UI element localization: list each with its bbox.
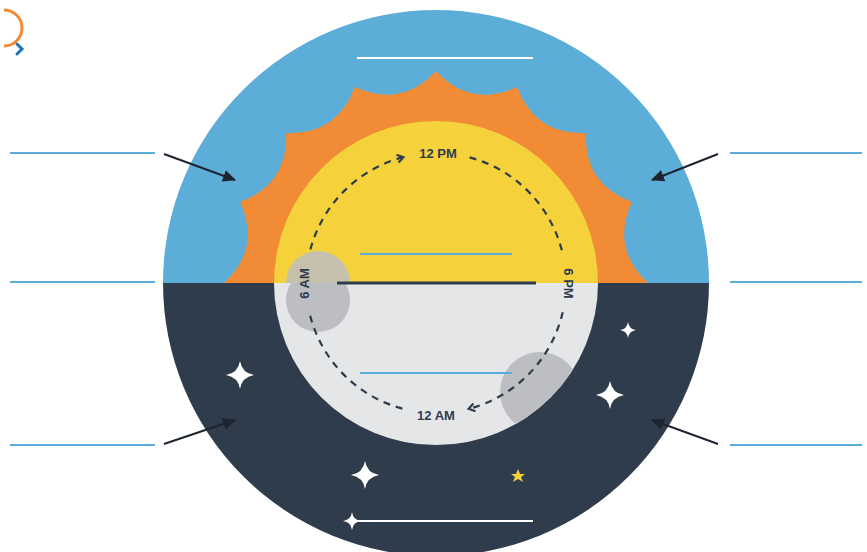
moon-disc: [274, 283, 598, 445]
moon-crater-top: [286, 251, 350, 283]
corner-icon: [4, 10, 22, 46]
moon-crater: [500, 352, 580, 432]
clock-time-label: 6 AM: [297, 268, 310, 299]
sun-disc: [274, 121, 598, 283]
yellow-star: [511, 469, 525, 482]
moon-crater: [286, 283, 350, 332]
clock-time-label: 12 PM: [419, 147, 457, 160]
clock-time-label: 12 AM: [417, 409, 455, 422]
horizon-line: [337, 282, 536, 285]
clock-time-label: 6 PM: [562, 268, 575, 298]
clock-path: [309, 157, 562, 408]
leader-arrow: [164, 154, 718, 444]
chevron-icon: [17, 44, 22, 54]
stars: [226, 322, 636, 530]
answer-blank: [10, 58, 862, 521]
sun-rays: [224, 71, 648, 283]
